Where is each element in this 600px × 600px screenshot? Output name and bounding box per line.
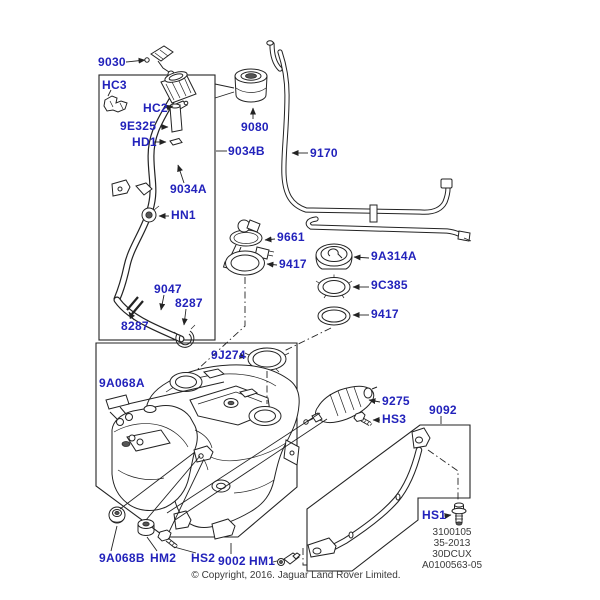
- part-label-9a314a[interactable]: 9A314A: [371, 249, 417, 263]
- assembly-dash-lines: [196, 277, 459, 566]
- part-label-9030[interactable]: 9030: [98, 55, 126, 69]
- leader-lines: [107, 57, 452, 563]
- part-label-9092[interactable]: 9092: [429, 403, 457, 417]
- clip-hc3: [103, 95, 128, 113]
- part-label-hn1[interactable]: HN1: [171, 208, 196, 222]
- clamp-8287-right: [175, 330, 195, 348]
- tank-box: [95, 342, 298, 538]
- part-label-hm2[interactable]: HM2: [150, 551, 177, 565]
- plate-info-line: 30DCUX: [432, 549, 472, 560]
- label-pad-9a068a: [105, 394, 130, 410]
- seal-9417-right: [317, 306, 351, 326]
- strap-box: [306, 424, 471, 572]
- part-label-9047[interactable]: 9047: [154, 282, 182, 296]
- strap-9092: [307, 427, 431, 558]
- clip-hm1: [277, 552, 301, 566]
- fuel-tank-9002: [109, 364, 300, 540]
- part-label-9a068a[interactable]: 9A068A: [99, 376, 145, 390]
- part-label-9j274[interactable]: 9J274: [211, 348, 246, 362]
- pin-hd1: [169, 137, 183, 146]
- tube-clip: [369, 204, 378, 223]
- lockring-9c385: [315, 274, 353, 299]
- bolt-hs1: [451, 502, 467, 526]
- part-label-hs2[interactable]: HS2: [191, 551, 216, 565]
- filler-pipe-box: [98, 74, 216, 341]
- plate-info-line: A0100563-05: [421, 560, 483, 571]
- screw-hs2: [157, 529, 178, 549]
- part-label-9e325[interactable]: 9E325: [120, 119, 157, 133]
- filter-9275: [303, 385, 378, 425]
- part-label-8287-l[interactable]: 8287: [121, 319, 149, 333]
- grommet-9a068b: [108, 506, 126, 524]
- part-label-hm1[interactable]: HM1: [249, 554, 276, 568]
- plate-info-block: 3100105 35-2013 30DCUX A0100563-05: [404, 527, 500, 571]
- part-label-hs1[interactable]: HS1: [422, 508, 447, 522]
- part-label-9034a[interactable]: 9034A: [170, 182, 207, 196]
- screw-hs3: [353, 411, 373, 426]
- cap-9080: [234, 68, 268, 103]
- part-label-9a068b[interactable]: 9A068B: [99, 551, 145, 565]
- tube-connector-b: [457, 230, 471, 242]
- part-label-9417-l[interactable]: 9417: [279, 257, 307, 271]
- part-label-hc3[interactable]: HC3: [102, 78, 127, 92]
- part-label-9170[interactable]: 9170: [310, 146, 338, 160]
- cap-9a314a: [315, 243, 353, 270]
- nut-hm2: [137, 519, 155, 536]
- assembly-boxes: [95, 74, 471, 572]
- lockring-9j274: [244, 347, 290, 373]
- part-label-hc2[interactable]: HC2: [143, 101, 168, 115]
- tube-assembly-9170: [266, 40, 472, 242]
- part-label-9034b[interactable]: 9034B: [228, 144, 265, 158]
- part-label-8287-r[interactable]: 8287: [175, 296, 203, 310]
- part-label-9002[interactable]: 9002: [218, 554, 246, 568]
- tube-9e325: [169, 104, 183, 133]
- plate-info-line: 3100105: [432, 527, 472, 538]
- part-label-9661[interactable]: 9661: [277, 230, 305, 244]
- part-label-9417-r[interactable]: 9417: [371, 307, 399, 321]
- filler-pipe-assembly: [103, 71, 197, 348]
- seal-9417-left: [225, 250, 265, 276]
- copyright-text: © Copyright, 2016. Jaguar Land Rover Lim…: [191, 570, 401, 581]
- part-label-9c385[interactable]: 9C385: [371, 278, 408, 292]
- part-9030-valve: [144, 45, 175, 78]
- part-label-hs3[interactable]: HS3: [382, 412, 407, 426]
- part-label-hd1[interactable]: HD1: [132, 135, 157, 149]
- tube-connector-a: [440, 178, 453, 189]
- part-label-9080[interactable]: 9080: [241, 120, 269, 134]
- part-label-9275[interactable]: 9275: [382, 394, 410, 408]
- plate-info-line: 35-2013: [433, 538, 471, 549]
